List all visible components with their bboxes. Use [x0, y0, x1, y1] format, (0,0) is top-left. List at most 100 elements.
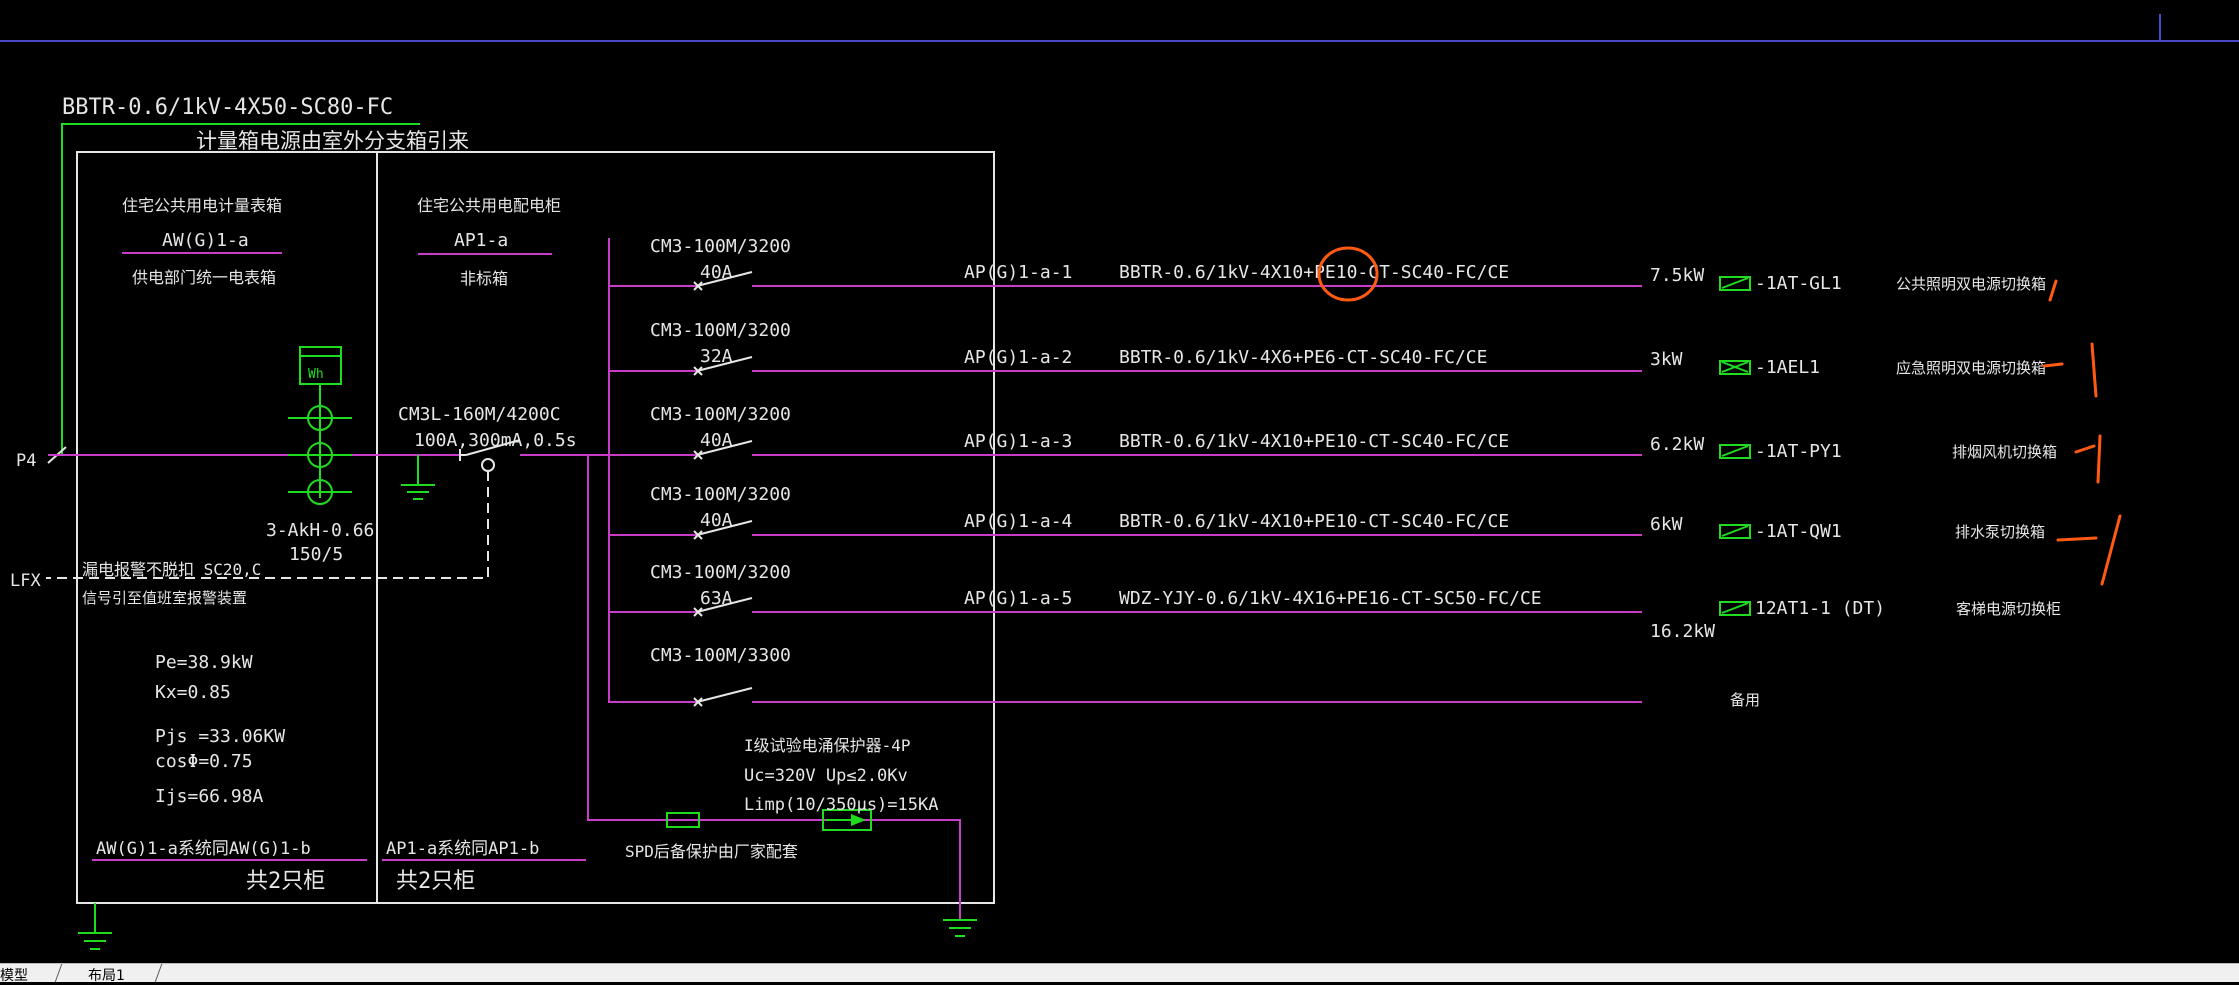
breaker-cross-icon — [693, 530, 703, 540]
circuit-breaker-rating: 63A — [700, 588, 733, 609]
circuit-breaker-rating: 40A — [700, 430, 733, 451]
tab-model[interactable]: 模型 — [0, 968, 28, 984]
circuit-breaker-model: CM3-100M/3200 — [650, 562, 791, 583]
current-transformer-icon — [288, 405, 352, 505]
target-box-code: -1AT-QW1 — [1755, 521, 1842, 542]
circuit-cable-spec: BBTR-0.6/1kV-4X10+PE10-CT-SC40-FC/CE — [1119, 431, 1509, 452]
switch-box-diagonal — [1721, 602, 1749, 614]
circuit-id: AP(G)1-a-4 — [964, 511, 1072, 532]
switch-box-icon — [1719, 524, 1751, 539]
switch-box-icon — [1719, 444, 1751, 459]
target-box-description: 排烟风机切换箱 — [1952, 443, 2057, 461]
spd-spec-1: I级试验电涌保护器-4P — [744, 736, 911, 755]
breaker-icon[interactable] — [696, 440, 753, 456]
target-box-description: 客梯电源切换柜 — [1956, 600, 2061, 618]
meter-box-code: AW(G)1-a — [162, 230, 249, 251]
meter-box-qty: 共2只柜 — [246, 869, 325, 894]
calc-kx: Kx=0.85 — [155, 682, 231, 703]
meter-label: Wh — [308, 367, 324, 382]
main-breaker-model: CM3L-160M/4200C — [398, 404, 561, 425]
spd-spec-3: Limp(10/350μs)=15KA — [744, 795, 938, 815]
switch-box-icon — [1719, 360, 1751, 375]
target-box-description: 备用 — [1730, 691, 1760, 709]
breaker-icon[interactable] — [696, 520, 753, 536]
switch-box-diagonal — [1721, 525, 1749, 537]
calc-cos: cosΦ=0.75 — [155, 751, 253, 772]
power-inlet-label: P4 — [16, 451, 36, 471]
incoming-cable-route — [61, 123, 420, 455]
circuit-power: 6kW — [1650, 514, 1683, 535]
dist-box-code: AP1-a — [454, 230, 508, 251]
calc-ijs: Ijs=66.98A — [155, 786, 264, 807]
circuit-cable-spec: BBTR-0.6/1kV-4X6+PE6-CT-SC40-FC/CE — [1119, 347, 1487, 368]
circuit-breaker-rating: 40A — [700, 262, 733, 283]
annotation-mark-3 — [2074, 434, 2102, 484]
drawing-canvas[interactable]: BBTR-0.6/1kV-4X50-SC80-FC 计量箱电源由室外分支箱引来 … — [0, 0, 2239, 963]
circuit-power: 7.5kW — [1650, 265, 1704, 286]
spd-branch-line — [587, 455, 961, 920]
dist-box-bottom-note: AP1-a系统同AP1-b — [386, 839, 539, 859]
circuit-breaker-model: CM3-100M/3200 — [650, 404, 791, 425]
calc-pe: Pe=38.9kW — [155, 652, 253, 673]
surge-arrow-icon — [851, 814, 866, 826]
handwritten-annotations — [1317, 246, 2122, 586]
switch-box-diagonal — [1721, 445, 1749, 457]
circuit-breaker-rating: 40A — [700, 510, 733, 531]
target-box-description: 应急照明双电源切换箱 — [1896, 359, 2046, 377]
dist-box-title: 住宅公共用电配电柜 — [417, 196, 561, 215]
meter-box-title: 住宅公共用电计量表箱 — [122, 196, 282, 215]
breaker-cross-icon — [693, 607, 703, 617]
incoming-cable-label: BBTR-0.6/1kV-4X50-SC80-FC — [62, 95, 393, 120]
tab-layout-1[interactable]: 布局1 — [88, 968, 125, 984]
cabinet-frame — [76, 151, 995, 904]
calc-pjs: Pjs =33.06KW — [155, 726, 285, 747]
target-box-code: -1AT-GL1 — [1755, 273, 1842, 294]
target-box-code: -1AEL1 — [1755, 357, 1820, 378]
annotation-circle — [1317, 246, 1379, 302]
dist-box-subtitle: 非标箱 — [460, 269, 508, 288]
breaker-icon[interactable] — [696, 271, 753, 287]
incoming-note: 计量箱电源由室外分支箱引来 — [196, 129, 469, 153]
tab-separator — [54, 964, 63, 982]
leakage-alarm-signal-line — [46, 471, 489, 579]
breaker-icon[interactable] — [696, 356, 753, 372]
spd-ground-icon — [943, 919, 977, 937]
circuit-breaker-model: CM3-100M/3300 — [650, 645, 791, 666]
target-box-description: 公共照明双电源切换箱 — [1896, 275, 2046, 293]
breaker-cross-icon — [693, 366, 703, 376]
switch-box-diagonal — [1721, 277, 1749, 289]
lfx-label: LFX — [10, 571, 41, 591]
layout-tab-bar: 模型 布局1 — [0, 963, 2239, 984]
ct-model: 3-AkH-0.66 — [266, 520, 374, 541]
breaker-cross-icon — [693, 697, 703, 707]
breaker-icon[interactable] — [696, 597, 753, 613]
lfx-note-2: 信号引至值班室报警装置 — [82, 589, 247, 607]
ct-ratio: 150/5 — [289, 544, 343, 565]
circuit-cable-spec: BBTR-0.6/1kV-4X10+PE10-CT-SC40-FC/CE — [1119, 511, 1509, 532]
switch-box-diagonal — [1721, 361, 1749, 373]
circuit-id: AP(G)1-a-3 — [964, 431, 1072, 452]
breaker-icon[interactable] — [696, 687, 753, 703]
circuit-breaker-rating: 32A — [700, 346, 733, 367]
circuit-power: 16.2kW — [1650, 621, 1715, 642]
switch-box-icon — [1719, 276, 1751, 291]
circuit-breaker-model: CM3-100M/3200 — [650, 484, 791, 505]
circuit-cable-spec: WDZ-YJY-0.6/1kV-4X16+PE16-CT-SC50-FC/CE — [1119, 588, 1542, 609]
tab-separator — [154, 964, 163, 982]
annotation-mark-4 — [2056, 514, 2122, 586]
cabinet-ground-icon — [78, 903, 112, 950]
spd-fuse-icon — [666, 812, 700, 828]
breaker-cross-icon — [693, 281, 703, 291]
spd-backup-note: SPD后备保护由厂家配套 — [625, 842, 798, 861]
circuit-cable-spec: BBTR-0.6/1kV-4X10+PE10-CT-SC40-FC/CE — [1119, 262, 1509, 283]
annotation-mark-1 — [2048, 279, 2058, 302]
switch-box-icon — [1719, 601, 1751, 616]
lfx-note-1: 漏电报警不脱扣 SC20,C — [82, 560, 261, 579]
spd-spec-2: Uc=320V Up≤2.0Kv — [744, 766, 908, 786]
circuit-power: 3kW — [1650, 349, 1683, 370]
circuit-id: AP(G)1-a-5 — [964, 588, 1072, 609]
surge-protector-icon — [822, 809, 872, 831]
circuit-breaker-model: CM3-100M/3200 — [650, 236, 791, 257]
target-box-code: 12AT1-1 (DT) — [1755, 598, 1885, 619]
